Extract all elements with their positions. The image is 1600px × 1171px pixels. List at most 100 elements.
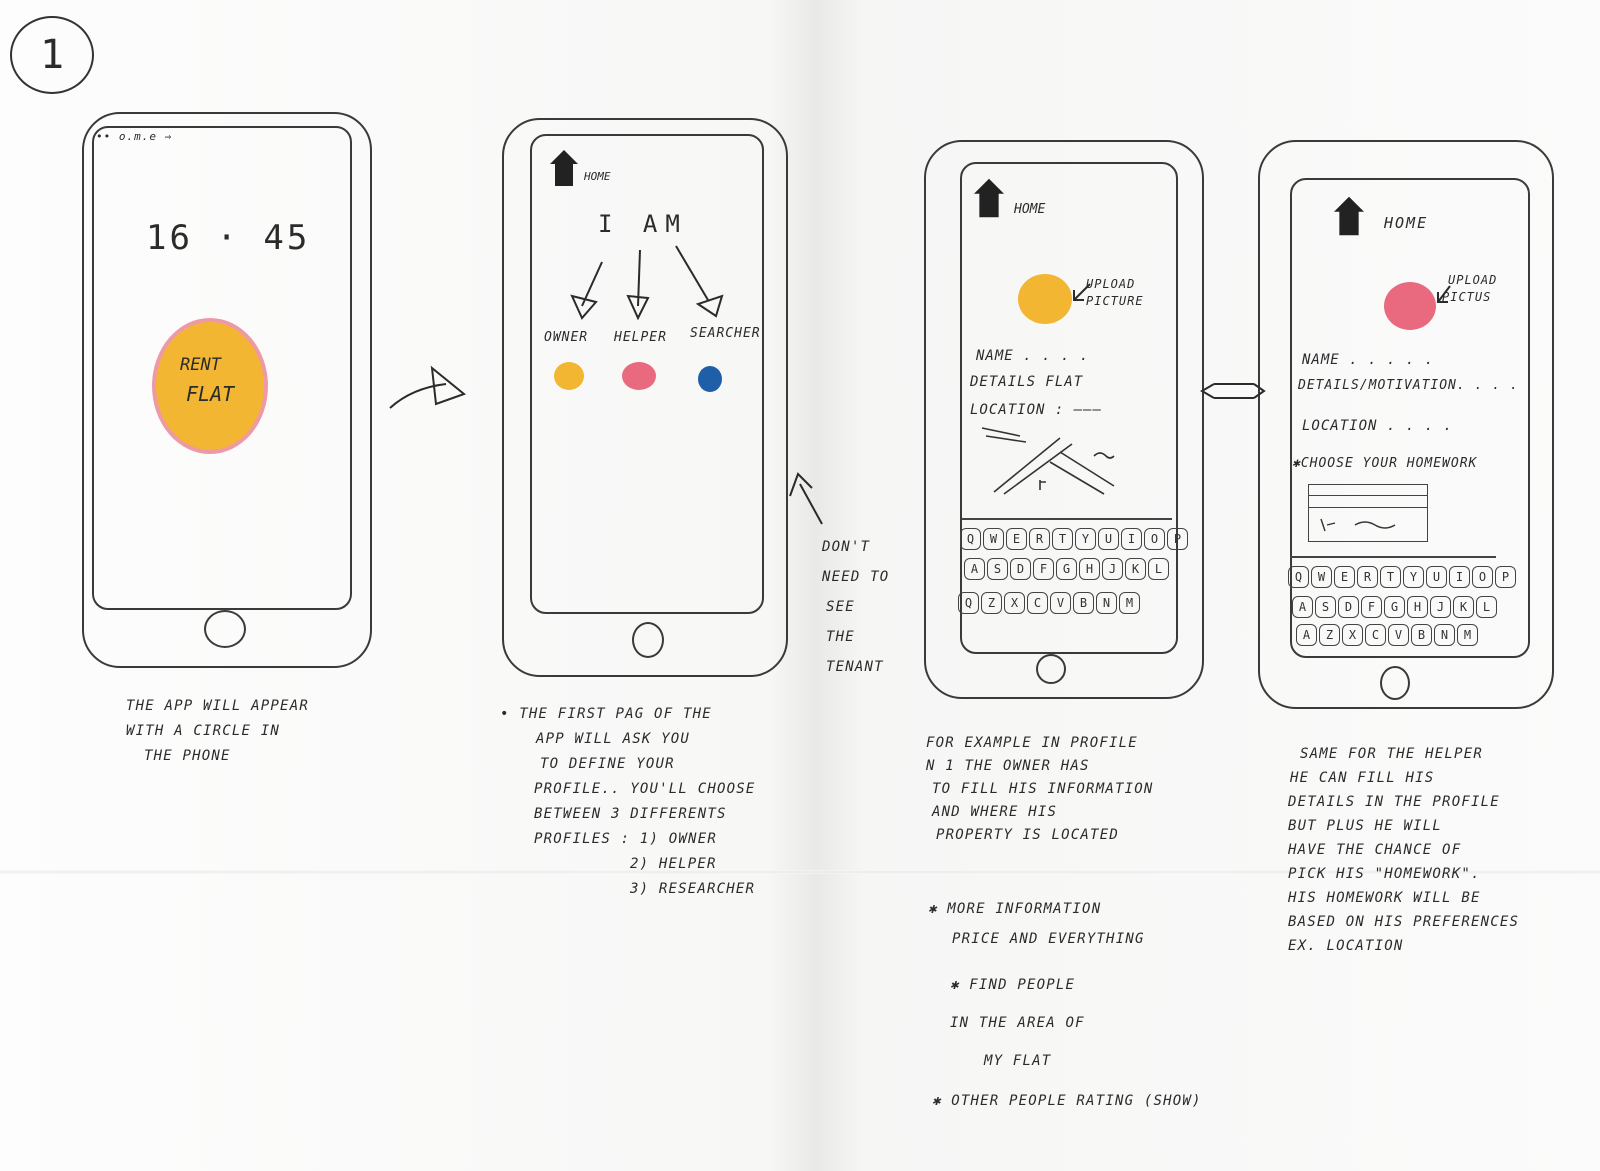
name-field[interactable]: NAME . . . .: [976, 348, 1090, 364]
keyboard-key[interactable]: A: [964, 558, 985, 580]
keyboard-key[interactable]: Y: [1403, 566, 1424, 588]
location-map-sketch: [980, 422, 1120, 502]
keyboard-key[interactable]: M: [1119, 592, 1140, 614]
keyboard-key[interactable]: M: [1457, 624, 1478, 646]
home-icon[interactable]: [974, 178, 1004, 218]
upload-picture-label[interactable]: UPLOAD PICTUS: [1442, 272, 1497, 306]
keyboard-key[interactable]: F: [1361, 596, 1382, 618]
home-icon[interactable]: [550, 150, 578, 186]
location-field[interactable]: LOCATION . . . .: [1302, 418, 1453, 434]
side-note-line: TENANT: [826, 659, 884, 675]
keyboard-key[interactable]: V: [1050, 592, 1071, 614]
keyboard-key[interactable]: O: [1472, 566, 1493, 588]
owner-color-dot[interactable]: [554, 362, 584, 390]
keyboard-key[interactable]: O: [1144, 528, 1165, 550]
upload-picture-circle[interactable]: [1384, 282, 1436, 330]
keyboard-key[interactable]: E: [1334, 566, 1355, 588]
phone-2-screen: [530, 134, 764, 614]
upload-picture-label[interactable]: UPLOAD PICTURE: [1086, 276, 1144, 310]
keyboard-key[interactable]: Q: [1288, 566, 1309, 588]
keyboard-key[interactable]: A: [1296, 624, 1317, 646]
keyboard-key[interactable]: P: [1495, 566, 1516, 588]
keyboard-key[interactable]: E: [1006, 528, 1027, 550]
keyboard-key[interactable]: N: [1096, 592, 1117, 614]
keyboard-key[interactable]: Y: [1075, 528, 1096, 550]
phone-4-note: SAME FOR THE HELPER HE CAN FILL HIS DETA…: [1284, 742, 1584, 958]
keyboard-key[interactable]: D: [1010, 558, 1031, 580]
keyboard-key[interactable]: W: [983, 528, 1004, 550]
keyboard-key[interactable]: B: [1411, 624, 1432, 646]
keyboard-key[interactable]: U: [1426, 566, 1447, 588]
keyboard-key[interactable]: J: [1102, 558, 1123, 580]
keyboard-key[interactable]: R: [1029, 528, 1050, 550]
profile-option-searcher[interactable]: SEARCHER: [690, 326, 761, 341]
keyboard-key[interactable]: N: [1434, 624, 1455, 646]
choose-homework-field[interactable]: ✱CHOOSE YOUR HOMEWORK: [1292, 456, 1478, 471]
helper-color-dot[interactable]: [622, 362, 656, 390]
keyboard-key[interactable]: T: [1052, 528, 1073, 550]
note-line: THE PHONE: [144, 748, 231, 764]
keyboard-key[interactable]: X: [1342, 624, 1363, 646]
phone-4-home-label[interactable]: HOME: [1384, 214, 1429, 232]
keyboard-key[interactable]: H: [1407, 596, 1428, 618]
keyboard-key[interactable]: U: [1098, 528, 1119, 550]
searcher-color-dot[interactable]: [698, 366, 722, 392]
keyboard-key[interactable]: L: [1148, 558, 1169, 580]
rent-flat-app-icon[interactable]: [156, 322, 264, 450]
keyboard-key[interactable]: H: [1079, 558, 1100, 580]
keyboard-key[interactable]: Q: [960, 528, 981, 550]
keyboard-key[interactable]: L: [1476, 596, 1497, 618]
keyboard-key[interactable]: D: [1338, 596, 1359, 618]
bullet-line: IN THE AREA OF: [950, 1015, 1085, 1031]
keyboard-divider: [1290, 556, 1496, 558]
note-line: WITH A CIRCLE IN: [126, 723, 281, 739]
phone-3-note: FOR EXAMPLE IN PROFILE N 1 THE OWNER HAS…: [926, 732, 1216, 847]
keyboard-key[interactable]: I: [1121, 528, 1142, 550]
home-icon[interactable]: [1334, 196, 1364, 236]
keyboard-key[interactable]: V: [1388, 624, 1409, 646]
homework-dropdown[interactable]: [1308, 484, 1428, 542]
keyboard-key[interactable]: W: [1311, 566, 1332, 588]
keyboard-key[interactable]: Z: [1319, 624, 1340, 646]
note-line: AND WHERE HIS: [932, 804, 1058, 820]
name-field[interactable]: NAME . . . . .: [1302, 352, 1435, 368]
profile-option-owner[interactable]: OWNER: [544, 330, 589, 345]
phone-4-screen: [1290, 178, 1530, 658]
profile-option-helper[interactable]: HELPER: [614, 330, 667, 345]
phone-3-home-label[interactable]: HOME: [1014, 202, 1046, 217]
keyboard-key[interactable]: R: [1357, 566, 1378, 588]
keyboard-key[interactable]: C: [1365, 624, 1386, 646]
keyboard-key[interactable]: S: [987, 558, 1008, 580]
keyboard-key[interactable]: G: [1056, 558, 1077, 580]
keyboard-key[interactable]: G: [1384, 596, 1405, 618]
keyboard-key[interactable]: T: [1380, 566, 1401, 588]
keyboard-key[interactable]: J: [1430, 596, 1451, 618]
phone-2-home-label[interactable]: HOME: [584, 170, 611, 183]
phone-1-frame: [82, 112, 372, 668]
keyboard-key[interactable]: I: [1449, 566, 1470, 588]
keyboard-key[interactable]: K: [1125, 558, 1146, 580]
keyboard-key[interactable]: A: [1292, 596, 1313, 618]
upload-picture-circle[interactable]: [1018, 274, 1072, 324]
arrow-phone1-to-phone2: [389, 383, 447, 409]
bullet-line: PRICE AND EVERYTHING: [952, 931, 1145, 947]
keyboard-key[interactable]: B: [1073, 592, 1094, 614]
side-note-line: THE: [826, 629, 855, 645]
note-line: 2) HELPER: [630, 856, 717, 872]
keyboard-key[interactable]: K: [1453, 596, 1474, 618]
note-line: DETAILS IN THE PROFILE: [1288, 794, 1500, 810]
details-motivation-field[interactable]: DETAILS/MOTIVATION. . . .: [1298, 378, 1519, 393]
keyboard-key[interactable]: Z: [981, 592, 1002, 614]
keyboard-key[interactable]: X: [1004, 592, 1025, 614]
keyboard-key[interactable]: F: [1033, 558, 1054, 580]
keyboard-key[interactable]: S: [1315, 596, 1336, 618]
keyboard-key[interactable]: Q: [958, 592, 979, 614]
i-am-title: I AM: [598, 210, 688, 238]
details-flat-field[interactable]: DETAILS FLAT: [970, 374, 1084, 390]
keyboard-key[interactable]: P: [1167, 528, 1188, 550]
location-field[interactable]: LOCATION : ———: [970, 402, 1103, 418]
note-line: HAVE THE CHANCE OF: [1288, 842, 1462, 858]
keyboard-key[interactable]: C: [1027, 592, 1048, 614]
phone-3-bullets: ✱ MORE INFORMATION PRICE AND EVERYTHING …: [928, 894, 1248, 1116]
